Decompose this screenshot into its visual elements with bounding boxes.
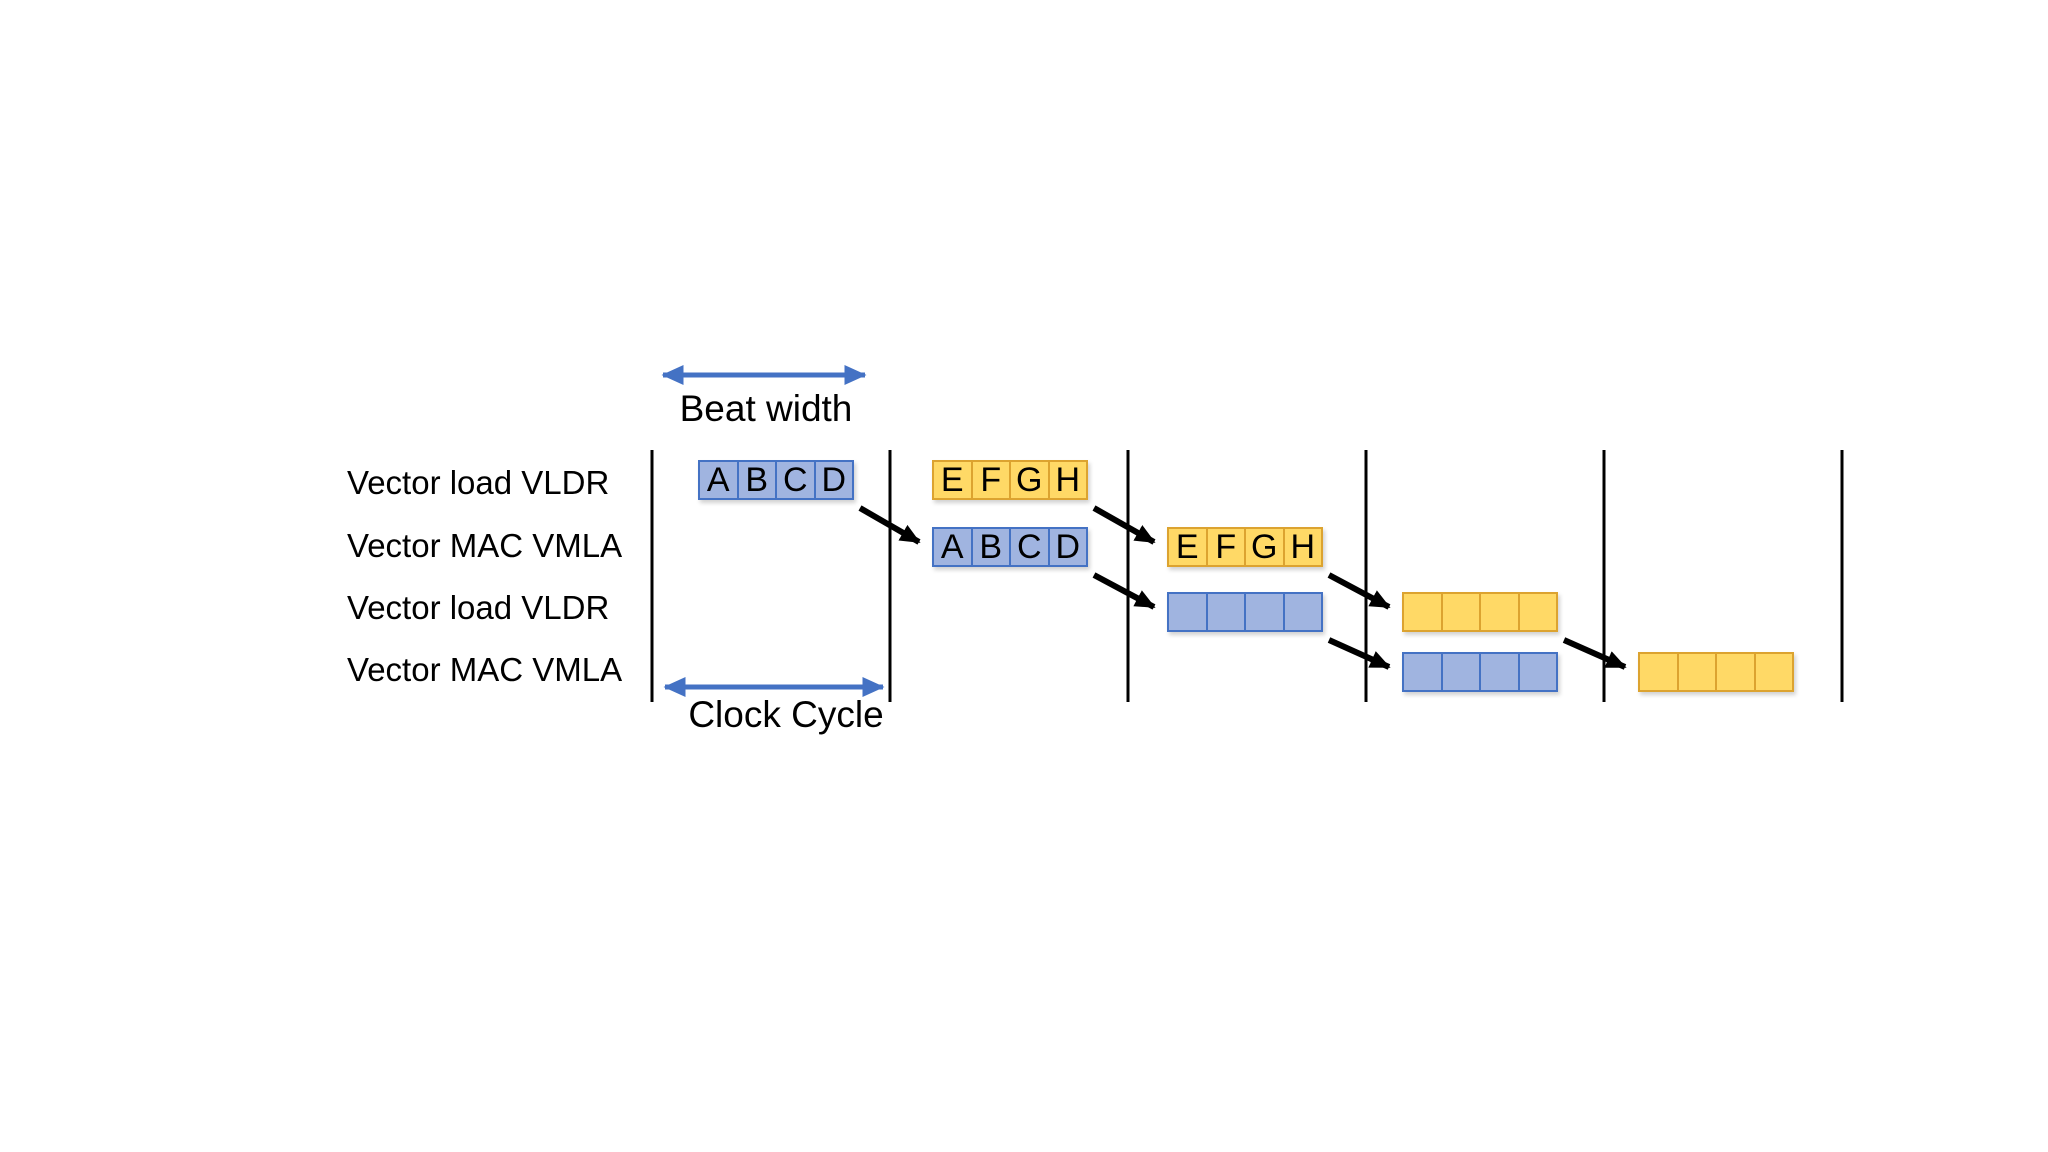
beat-cell: F <box>1205 528 1245 566</box>
beat-cell <box>1244 594 1283 630</box>
beat-cell: G <box>1244 528 1283 566</box>
beat-cell <box>1715 654 1754 690</box>
beat-cell <box>1753 654 1793 690</box>
beat-cell <box>1517 594 1557 630</box>
row-label-vector-load-vldr-1: Vector load VLDR <box>347 464 610 501</box>
beat-cell <box>1676 654 1716 690</box>
row-label-vector-mac-vmla-2: Vector MAC VMLA <box>347 651 623 688</box>
beat-cell <box>1404 654 1441 690</box>
beat-cell: A <box>706 460 730 499</box>
beat-cell: H <box>1282 528 1322 566</box>
dependency-arrows <box>858 505 1627 670</box>
beat-cell <box>1479 594 1518 630</box>
beat-cell: F <box>970 461 1010 499</box>
dependency-arrow-4 <box>1327 637 1391 670</box>
beat-cell <box>1205 594 1245 630</box>
beat-cell <box>1640 654 1677 690</box>
dependency-arrow-1 <box>1092 505 1156 545</box>
dependency-arrow-0 <box>858 505 921 545</box>
beat-cell: C <box>775 461 814 499</box>
beat-cell: A <box>940 527 964 566</box>
beat-cell: B <box>970 528 1010 566</box>
beat-box-row2-cycle2 <box>1167 592 1323 632</box>
beat-width-label: Beat width <box>679 388 853 429</box>
row-label-vector-load-vldr-2: Vector load VLDR <box>347 589 610 626</box>
beat-cell: C <box>1009 528 1048 566</box>
row-label-vector-mac-vmla-1: Vector MAC VMLA <box>347 527 623 564</box>
beat-cell <box>1282 594 1322 630</box>
beat-cell: H <box>1047 461 1087 499</box>
dependency-arrow-5 <box>1562 637 1627 670</box>
beat-box-row3-cycle4 <box>1638 652 1794 692</box>
beat-cell <box>1440 594 1480 630</box>
beat-cell: D <box>813 461 853 499</box>
beat-cell <box>1440 654 1480 690</box>
beat-cell: E <box>1175 527 1199 566</box>
cycle-boundary-lines <box>650 450 1844 702</box>
beat-cell: D <box>1047 528 1087 566</box>
annotation-arrows <box>661 365 885 697</box>
beat-cell: B <box>736 461 776 499</box>
beat-cell <box>1404 594 1441 630</box>
beat-cell: E <box>940 460 964 499</box>
dependency-arrow-2 <box>1092 572 1156 610</box>
beat-box-row3-cycle3 <box>1402 652 1558 692</box>
clock-cycle-label: Clock Cycle <box>688 694 884 735</box>
beat-cell <box>1169 594 1206 630</box>
beat-cell: G <box>1009 461 1048 499</box>
beat-box-row2-cycle3 <box>1402 592 1558 632</box>
beat-cell <box>1479 654 1518 690</box>
dependency-arrow-3 <box>1327 572 1391 610</box>
beat-cell <box>1517 654 1557 690</box>
